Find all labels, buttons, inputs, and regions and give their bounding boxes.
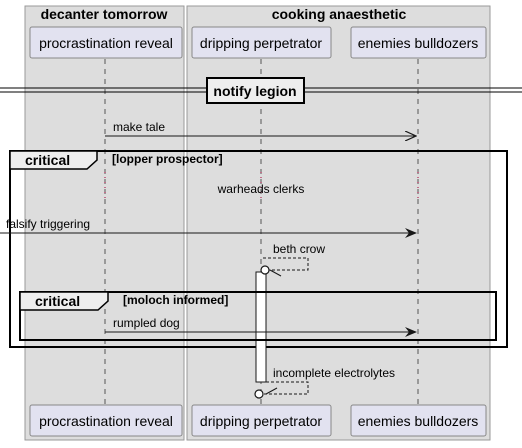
fragment-inner-critical: critical [moloch informed] xyxy=(19,291,497,341)
participant-label: procrastination reveal xyxy=(39,413,173,429)
fragment-kind-label: critical xyxy=(25,152,70,168)
fragment-outer-critical: critical [lopper prospector] xyxy=(9,150,508,348)
message-falsify-triggering: falsify triggering xyxy=(0,217,417,238)
participant-bottom-p2[interactable]: dripping perpetrator xyxy=(191,404,332,437)
activation-bar xyxy=(255,271,267,383)
fragment-condition-label: [lopper prospector] xyxy=(112,152,223,166)
message-label: beth crow xyxy=(273,242,325,256)
message-beth-crow: beth crow xyxy=(263,242,325,277)
found-endpoint-icon xyxy=(260,265,270,275)
message-incomplete-electrolytes: incomplete electrolytes xyxy=(254,366,395,399)
divider-label: notify legion xyxy=(213,83,296,99)
participant-top-p2[interactable]: dripping perpetrator xyxy=(191,26,332,59)
message-label: incomplete electrolytes xyxy=(273,366,395,380)
participant-bottom-p1[interactable]: procrastination reveal xyxy=(29,404,183,437)
group-box-left: decanter tomorrow xyxy=(24,5,185,441)
lost-endpoint-icon xyxy=(254,389,264,399)
participant-label: enemies bulldozers xyxy=(358,413,479,429)
participant-bottom-p3[interactable]: enemies bulldozers xyxy=(350,404,487,437)
divider: notify legion xyxy=(0,77,522,104)
participant-top-p1[interactable]: procrastination reveal xyxy=(29,26,183,59)
message-rumpled-dog: rumpled dog xyxy=(105,316,417,337)
message-make-tale: make tale xyxy=(105,120,416,136)
fragment-condition-label: [moloch informed] xyxy=(123,293,228,307)
message-warheads-clerks: warheads clerks xyxy=(104,172,419,200)
lifelines xyxy=(104,59,419,404)
group-title-right: cooking anaesthetic xyxy=(272,6,407,22)
participant-top-p3[interactable]: enemies bulldozers xyxy=(350,26,487,59)
fragment-kind-label: critical xyxy=(35,293,80,309)
participant-label: dripping perpetrator xyxy=(200,413,323,429)
message-label: make tale xyxy=(113,120,165,134)
message-label: warheads clerks xyxy=(217,182,305,196)
group-title-left: decanter tomorrow xyxy=(41,6,168,22)
participant-label: enemies bulldozers xyxy=(358,35,479,51)
message-label: falsify triggering xyxy=(6,217,90,231)
message-label: rumpled dog xyxy=(113,316,180,330)
participant-label: dripping perpetrator xyxy=(200,35,323,51)
participant-label: procrastination reveal xyxy=(39,35,173,51)
